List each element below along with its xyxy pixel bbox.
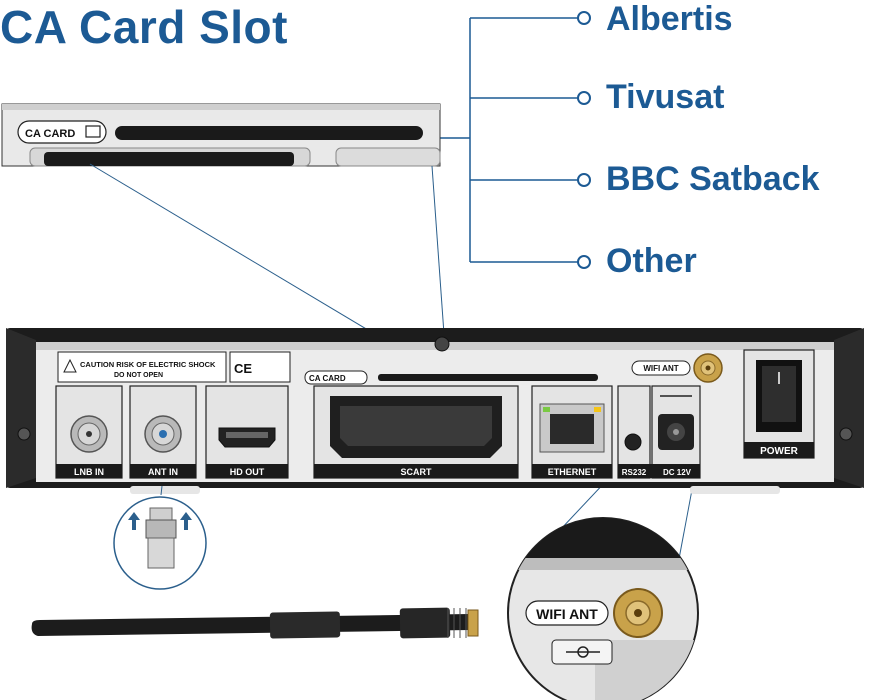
port-label-hd-out: HD OUT — [230, 467, 265, 477]
option-bracket — [440, 17, 580, 263]
page-title: CA Card Slot — [0, 1, 288, 53]
arrow-up-icon — [128, 512, 192, 530]
hdmi-port — [218, 427, 276, 448]
option-tivusat: Tivusat — [606, 78, 725, 116]
rs232-port — [624, 433, 642, 451]
bullet-icon — [577, 255, 591, 269]
ca-card-zoom — [1, 103, 441, 167]
wifi-ant-zoom — [507, 517, 699, 700]
coax-adapter-zoom — [113, 485, 207, 590]
bullet-icon — [577, 173, 591, 187]
port-label-dc: DC 12V — [663, 468, 692, 477]
panel-labels: CAUTION RISK OF ELECTRIC SHOCK DO NOT OP… — [74, 360, 799, 477]
caution-subtext: DO NOT OPEN — [114, 372, 163, 379]
antenna-image — [31, 607, 479, 639]
port-label-power: POWER — [760, 446, 799, 457]
port-label-ant-in: ANT IN — [148, 467, 178, 477]
bullet-icon — [577, 91, 591, 105]
option-other: Other — [606, 242, 697, 280]
wifi-zoom-label: WIFI ANT — [536, 606, 598, 622]
option-albertis: Albertis — [606, 0, 733, 38]
port-label-ethernet: ETHERNET — [548, 467, 597, 477]
slot-label: CA CARD — [309, 374, 346, 383]
receiver-back-panel — [6, 328, 864, 494]
ethernet-port — [539, 403, 605, 453]
port-label-rs232: RS232 — [622, 468, 647, 477]
port-label-lnb-in: LNB IN — [74, 467, 104, 477]
wifi-ant-label: WIFI ANT — [643, 364, 678, 373]
bullet-icon — [577, 11, 591, 25]
ce-mark: CE — [234, 361, 252, 376]
bullet-icons — [577, 11, 591, 269]
ca-card-slot-zoom — [115, 126, 423, 140]
ca-card-slot — [378, 374, 598, 381]
port-label-scart: SCART — [401, 467, 433, 477]
ant-in-connector — [144, 415, 182, 453]
scart-port — [330, 396, 502, 458]
caution-text: CAUTION RISK OF ELECTRIC SHOCK — [80, 360, 216, 369]
dc-port — [658, 395, 694, 450]
zoom-slot-label: CA CARD — [25, 128, 75, 140]
option-bbc-satback: BBC Satback — [606, 160, 820, 198]
lnb-in-connector — [70, 415, 108, 453]
power-switch — [756, 360, 802, 432]
wifi-ant-connector — [693, 353, 723, 383]
